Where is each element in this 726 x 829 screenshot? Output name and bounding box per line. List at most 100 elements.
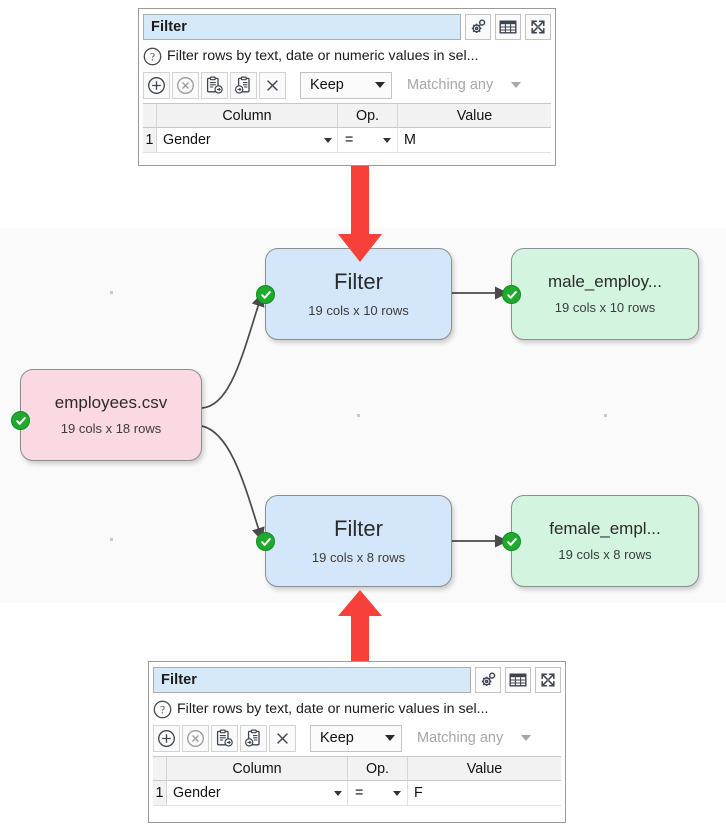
x-icon[interactable] — [269, 724, 296, 752]
plus-circle-icon[interactable] — [153, 724, 180, 752]
table-row[interactable]: 1 Gender = M — [143, 128, 551, 153]
node-subtitle: 19 cols x 8 rows — [311, 550, 406, 566]
table-header-row: Column Op. Value — [143, 104, 551, 128]
node-output-male[interactable]: male_employ... 19 cols x 10 rows — [502, 248, 699, 340]
header-index — [143, 104, 157, 128]
header-value[interactable]: Value — [408, 757, 561, 781]
clipboard-out-icon[interactable] — [201, 71, 228, 99]
panel-toolbar: Keep Matching any — [153, 723, 561, 753]
panel-toolbar: Keep Matching any — [143, 70, 551, 100]
row-column-value: Gender — [163, 131, 211, 148]
filter-mode-select[interactable]: Keep — [300, 71, 392, 99]
table-header-row: Column Op. Value — [153, 757, 561, 781]
table-icon[interactable] — [495, 14, 521, 40]
row-column-select[interactable]: Gender — [157, 128, 338, 153]
status-ok-icon — [11, 411, 30, 430]
panel-description-row: ? Filter rows by text, date or numeric v… — [143, 43, 551, 69]
node-title: Filter — [334, 515, 383, 541]
grid-dot — [110, 291, 113, 294]
node-subtitle: 19 cols x 10 rows — [308, 303, 409, 319]
chevron-down-icon — [383, 137, 391, 143]
header-column[interactable]: Column — [157, 104, 338, 128]
expand-icon[interactable] — [525, 14, 551, 40]
row-column-value: Gender — [173, 784, 221, 801]
cross-circle-icon[interactable] — [182, 724, 209, 752]
status-ok-icon — [502, 285, 521, 304]
connector-layer — [201, 286, 509, 548]
status-ok-icon — [256, 532, 275, 551]
filter-mode-value: Keep — [310, 77, 344, 93]
node-title: employees.csv — [54, 392, 168, 412]
header-value[interactable]: Value — [398, 104, 551, 128]
filter-panel-top: Filter — [138, 8, 556, 166]
panel-name-row: Filter — [143, 13, 551, 41]
filter-panel-bottom: Filter — [148, 661, 566, 823]
panel-name-row: Filter — [153, 666, 561, 694]
header-op[interactable]: Op. — [338, 104, 398, 128]
header-column[interactable]: Column — [167, 757, 348, 781]
annotation-arrow-down — [338, 166, 382, 262]
filter-mode-value: Keep — [320, 730, 354, 746]
filter-match-value: Matching any — [417, 730, 504, 746]
chevron-down-icon — [521, 735, 531, 741]
help-icon[interactable]: ? — [153, 700, 172, 719]
filter-name-input[interactable]: Filter — [153, 667, 471, 693]
plus-circle-icon[interactable] — [143, 71, 170, 99]
row-op-value: = — [355, 784, 364, 801]
gear-icon[interactable] — [475, 667, 501, 693]
row-column-select[interactable]: Gender — [167, 781, 348, 806]
header-index — [153, 757, 167, 781]
row-value-input[interactable]: M — [398, 128, 551, 153]
node-source[interactable]: employees.csv 19 cols x 18 rows — [11, 369, 202, 461]
node-title: male_employ... — [547, 271, 662, 291]
node-filter-female[interactable]: Filter 19 cols x 8 rows — [256, 495, 452, 587]
chevron-down-icon — [393, 790, 401, 796]
svg-text:?: ? — [160, 704, 165, 716]
help-icon[interactable]: ? — [143, 47, 162, 66]
x-icon[interactable] — [259, 71, 286, 99]
cross-circle-icon[interactable] — [172, 71, 199, 99]
svg-text:?: ? — [150, 51, 155, 63]
filter-match-select[interactable]: Matching any — [400, 72, 528, 99]
chevron-down-icon — [511, 82, 521, 88]
node-title: Filter — [334, 268, 383, 294]
table-row[interactable]: 1 Gender = F — [153, 781, 561, 806]
row-index: 1 — [143, 128, 157, 153]
row-op-select[interactable]: = — [338, 128, 398, 153]
row-value-input[interactable]: F — [408, 781, 561, 806]
node-subtitle: 19 cols x 8 rows — [558, 547, 652, 563]
grid-dot — [110, 538, 113, 541]
node-subtitle: 19 cols x 10 rows — [554, 300, 656, 316]
filter-rules-table: Column Op. Value 1 Gender = F — [153, 756, 561, 806]
clipboard-out-icon[interactable] — [211, 724, 238, 752]
filter-mode-select[interactable]: Keep — [310, 724, 402, 752]
filter-rules-table: Column Op. Value 1 Gender = M — [143, 103, 551, 153]
chevron-down-icon — [334, 790, 342, 796]
chevron-down-icon — [385, 735, 395, 741]
header-op[interactable]: Op. — [348, 757, 408, 781]
node-output-female[interactable]: female_empl... 19 cols x 8 rows — [502, 495, 699, 587]
node-subtitle: 19 cols x 18 rows — [60, 421, 162, 437]
filter-match-select[interactable]: Matching any — [410, 725, 538, 752]
annotation-arrow-up — [338, 590, 382, 668]
chevron-down-icon — [375, 82, 385, 88]
status-ok-icon — [256, 285, 275, 304]
clipboard-in-icon[interactable] — [230, 71, 257, 99]
node-filter-male[interactable]: Filter 19 cols x 10 rows — [256, 248, 452, 340]
panel-description-row: ? Filter rows by text, date or numeric v… — [153, 696, 561, 722]
node-title: female_empl... — [549, 518, 661, 538]
row-op-select[interactable]: = — [348, 781, 408, 806]
filter-match-value: Matching any — [407, 77, 494, 93]
filter-name-input[interactable]: Filter — [143, 14, 461, 40]
panel-description: Filter rows by text, date or numeric val… — [167, 48, 479, 64]
panel-description: Filter rows by text, date or numeric val… — [177, 701, 489, 717]
workflow-canvas[interactable]: employees.csv 19 cols x 18 rows Filter 1… — [0, 228, 726, 603]
row-op-value: = — [345, 131, 354, 148]
clipboard-in-icon[interactable] — [240, 724, 267, 752]
expand-icon[interactable] — [535, 667, 561, 693]
table-icon[interactable] — [505, 667, 531, 693]
grid-dot — [604, 414, 607, 417]
gear-icon[interactable] — [465, 14, 491, 40]
status-ok-icon — [502, 532, 521, 551]
chevron-down-icon — [324, 137, 332, 143]
